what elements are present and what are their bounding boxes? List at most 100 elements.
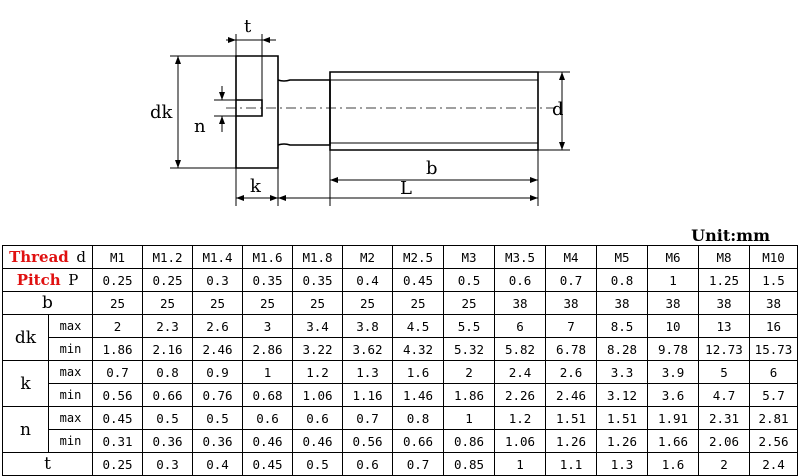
- cell-n-max: 1: [443, 406, 495, 430]
- cell-dk-max: 2.6: [192, 314, 243, 338]
- cell-sizes: M5: [596, 245, 648, 269]
- cell-pitch: 0.4: [342, 268, 393, 292]
- thread-symbol: d: [76, 248, 86, 266]
- cell-b: 38: [698, 291, 750, 315]
- cell-pitch: 1: [647, 268, 699, 292]
- cell-dk-max: 10: [647, 314, 699, 338]
- cell-sizes: M3.5: [494, 245, 546, 269]
- cell-dk-max: 16: [749, 314, 798, 338]
- cell-n-max: 1.91: [647, 406, 699, 430]
- cell-n-min: 2.56: [749, 429, 798, 453]
- cell-pitch: 0.25: [92, 268, 143, 292]
- cell-k-max: 2: [443, 360, 495, 384]
- cell-sizes: M8: [698, 245, 750, 269]
- cell-k-min: 1.46: [392, 383, 444, 407]
- cell-dk-min: 15.73: [749, 337, 798, 361]
- cell-pitch: 0.3: [192, 268, 243, 292]
- cell-pitch: 0.5: [443, 268, 495, 292]
- cell-k-max: 2.6: [545, 360, 597, 384]
- cell-dk-min: 2.46: [192, 337, 243, 361]
- cell-sizes: M1.6: [242, 245, 293, 269]
- cell-sizes: M1: [92, 245, 143, 269]
- cell-b: 25: [242, 291, 293, 315]
- pitch-symbol: P: [68, 271, 79, 289]
- cell-n-max: 0.45: [92, 406, 143, 430]
- cell-k-min: 2.26: [494, 383, 546, 407]
- label-dk: dk: [150, 102, 174, 123]
- cell-k-max: 1.6: [392, 360, 444, 384]
- pitch-label: Pitch: [16, 271, 61, 289]
- cell-sizes: M2: [342, 245, 393, 269]
- thread-header: Thread d: [2, 245, 93, 269]
- cell-sizes: M1.4: [192, 245, 243, 269]
- cell-n-max: 0.5: [192, 406, 243, 430]
- cell-pitch: 0.35: [292, 268, 343, 292]
- b-header: b: [2, 291, 93, 315]
- cell-k-min: 2.46: [545, 383, 597, 407]
- cell-n-min: 0.86: [443, 429, 495, 453]
- cell-k-min: 1.06: [292, 383, 343, 407]
- cell-k-max: 5: [698, 360, 750, 384]
- cell-b: 38: [596, 291, 648, 315]
- unit-label: Unit:mm: [691, 226, 770, 245]
- cell-dk-min: 8.28: [596, 337, 648, 361]
- cell-k-min: 0.76: [192, 383, 243, 407]
- cell-n-max: 1.51: [596, 406, 648, 430]
- cell-dk-max: 4.5: [392, 314, 444, 338]
- cell-b: 25: [292, 291, 343, 315]
- screw-shank: [329, 71, 539, 151]
- cell-k-min: 0.56: [92, 383, 143, 407]
- cell-pitch: 1.25: [698, 268, 750, 292]
- screw-drawing: t dk n d k b L: [150, 16, 570, 206]
- max-label: max: [48, 314, 93, 338]
- cell-sizes: M3: [443, 245, 495, 269]
- cell-k-max: 0.9: [192, 360, 243, 384]
- cell-n-min: 0.46: [242, 429, 293, 453]
- cell-dk-min: 2.86: [242, 337, 293, 361]
- cell-sizes: M1.2: [142, 245, 193, 269]
- label-t: t: [244, 16, 252, 37]
- label-d: d: [552, 99, 564, 120]
- min-label: min: [48, 383, 93, 407]
- screw-neck: [277, 79, 331, 146]
- k-header: k: [2, 360, 49, 407]
- cell-n-min: 0.31: [92, 429, 143, 453]
- cell-pitch: 0.7: [545, 268, 597, 292]
- cell-k-min: 3.6: [647, 383, 699, 407]
- cell-k-max: 1.3: [342, 360, 393, 384]
- cell-dk-max: 2.3: [142, 314, 193, 338]
- screw-head: [235, 55, 279, 169]
- cell-dk-max: 5.5: [443, 314, 495, 338]
- cell-dk-min: 5.32: [443, 337, 495, 361]
- cell-dk-max: 3.4: [292, 314, 343, 338]
- cell-b: 38: [545, 291, 597, 315]
- cell-sizes: M10: [749, 245, 798, 269]
- cell-dk-min: 3.62: [342, 337, 393, 361]
- cell-b: 25: [192, 291, 243, 315]
- label-L: L: [400, 178, 412, 199]
- cell-n-min: 1.26: [545, 429, 597, 453]
- max-label: max: [48, 406, 93, 430]
- cell-n-max: 2.81: [749, 406, 798, 430]
- cell-pitch: 0.45: [392, 268, 444, 292]
- cell-b: 38: [647, 291, 699, 315]
- cell-dk-min: 3.22: [292, 337, 343, 361]
- cell-k-max: 1: [242, 360, 293, 384]
- cell-n-min: 0.56: [342, 429, 393, 453]
- cell-sizes: M4: [545, 245, 597, 269]
- pitch-header: Pitch P: [2, 268, 93, 292]
- n-header: n: [2, 406, 49, 453]
- cell-pitch: 1.5: [749, 268, 798, 292]
- thread-label: Thread: [9, 248, 69, 266]
- cell-n-min: 1.06: [494, 429, 546, 453]
- cell-dk-min: 5.82: [494, 337, 546, 361]
